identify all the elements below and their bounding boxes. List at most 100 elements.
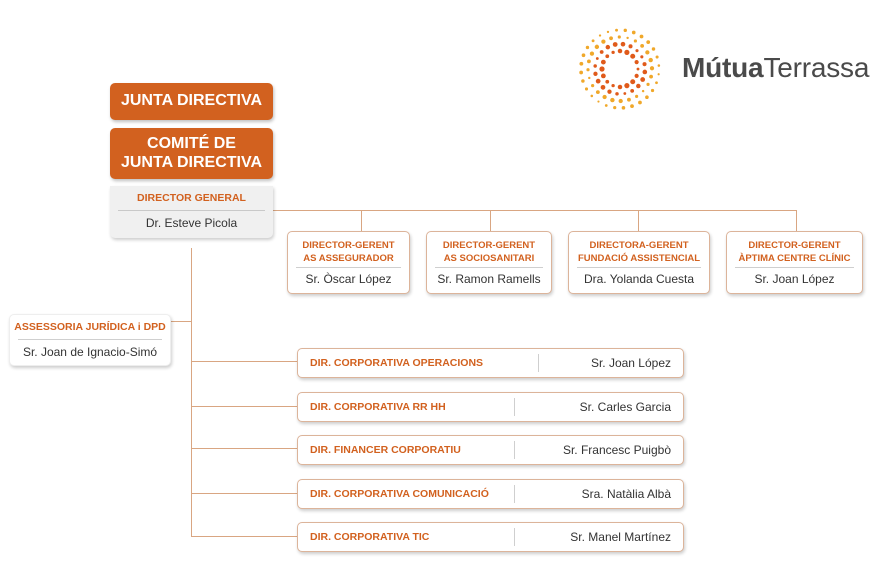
logo-dot [590, 94, 594, 98]
divider [538, 354, 539, 372]
logo-name-bold: Mútua [682, 52, 764, 83]
divider [435, 267, 543, 268]
logo-dot [615, 92, 619, 96]
gerent-title: DIRECTOR-GERENT ÀPTIMA CENTRE CLÍNIC [738, 240, 851, 264]
corporate-title: DIR. CORPORATIVA TIC [310, 531, 430, 543]
gerent-card-assegurador: DIRECTOR-GERENT AS ASSEGURADOR Sr. Òscar… [287, 231, 410, 294]
gerent-card-aptima: DIRECTOR-GERENT ÀPTIMA CENTRE CLÍNIC Sr.… [726, 231, 863, 294]
logo-dot [635, 94, 639, 98]
logo-dot [612, 42, 618, 47]
divider [296, 267, 401, 268]
logo-dot [648, 57, 653, 63]
logo-dot [600, 59, 606, 65]
director-general-name: Dr. Esteve Picola [145, 216, 238, 230]
mutua-terrassa-logo-icon [579, 28, 661, 110]
logo-dot [604, 104, 608, 107]
logo-dot [594, 44, 600, 50]
logo-dot [605, 44, 611, 50]
logo-dot [617, 35, 621, 39]
connector-assessoria [171, 321, 191, 322]
logo-dot [615, 28, 618, 32]
logo-dot [623, 92, 627, 95]
corporate-title: DIR. CORPORATIVA OPERACIONS [310, 357, 484, 369]
logo-dot [645, 50, 650, 55]
logo-dot [627, 97, 631, 102]
connector-dg-horizontal [273, 210, 797, 211]
logo-dot [617, 84, 623, 90]
assessoria-title: ASSESSORIA JURÍDICA i DPD [14, 321, 166, 333]
logo-dot [621, 106, 626, 110]
logo-dot [620, 41, 626, 47]
logo-dot [628, 44, 633, 49]
assessoria-name: Sr. Joan de Ignacio-Simó [22, 345, 158, 359]
logo-dot [634, 73, 639, 78]
divider [514, 398, 515, 416]
logo-dot [599, 50, 604, 54]
logo-dot [600, 84, 606, 90]
director-general-title: DIRECTOR GENERAL [137, 192, 246, 204]
connector-gerent-2 [490, 210, 491, 231]
corporate-row-rrhh: DIR. CORPORATIVA RR HH Sr. Carles Garcia [297, 392, 684, 422]
logo-dot [605, 79, 610, 84]
logo-dot [609, 36, 613, 41]
logo-dot [579, 61, 584, 66]
logo-dot [579, 70, 584, 75]
logo-dot [591, 39, 595, 43]
assessoria-juridica-box: ASSESSORIA JURÍDICA i DPD Sr. Joan de Ig… [9, 314, 171, 366]
logo-dot [601, 39, 606, 44]
divider [118, 210, 265, 211]
gerent-name: Dra. Yolanda Cuesta [583, 272, 695, 286]
corporate-name: Sr. Manel Martínez [570, 530, 671, 544]
logo-dot [587, 59, 591, 64]
divider [514, 528, 515, 546]
corporate-row-comunicacio: DIR. CORPORATIVA COMUNICACIÓ Sra. Natàli… [297, 479, 684, 509]
logo-dot [584, 87, 589, 91]
divider [18, 339, 162, 340]
connector-main-vertical [191, 248, 192, 537]
logo-dot [630, 53, 636, 59]
gerent-name: Sr. Ramon Ramells [437, 272, 541, 286]
logo-dot [618, 98, 623, 104]
logo-dot [645, 95, 649, 100]
gerent-name: Sr. Òscar López [305, 272, 392, 286]
logo-dot [595, 90, 600, 95]
logo-dot [624, 49, 630, 55]
logo-dot [651, 47, 656, 51]
logo-dot [642, 69, 648, 75]
gerent-card-fundacio: DIRECTORA-GERENT FUNDACIÓ ASSISTENCIAL D… [568, 231, 710, 294]
junta-directiva-box: JUNTA DIRECTIVA [110, 83, 273, 120]
logo-dot [640, 77, 646, 82]
corporate-name: Sra. Natàlia Albà [581, 487, 671, 501]
logo-dot [607, 89, 612, 94]
connector-corp-3 [191, 448, 297, 449]
corporate-name: Sr. Francesc Puigbò [562, 443, 671, 457]
logo-dot [611, 83, 615, 88]
gerent-title: DIRECTOR-GERENT AS ASSEGURADOR [302, 240, 395, 264]
corporate-row-tic: DIR. CORPORATIVA TIC Sr. Manel Martínez [297, 522, 684, 552]
logo-dot [649, 66, 655, 71]
logo-dot [613, 106, 617, 110]
connector-gerent-1 [361, 210, 362, 231]
corporate-title: DIR. CORPORATIVA RR HH [310, 401, 446, 413]
logo-dot [595, 57, 599, 60]
logo-dot [586, 68, 590, 72]
divider [514, 485, 515, 503]
logo-dot [636, 67, 640, 71]
logo-dot [640, 43, 645, 48]
logo-dot [635, 49, 639, 53]
logo-dot [581, 79, 585, 83]
logo-dot [623, 28, 627, 33]
logo-dot [595, 78, 601, 84]
comite-junta-directiva-box: COMITÉ DE JUNTA DIRECTIVA [110, 128, 273, 179]
logo-dot [598, 34, 602, 37]
corporate-name: Sr. Carles Garcia [579, 400, 671, 414]
logo-dot [641, 89, 645, 93]
divider [577, 267, 701, 268]
logo-dot [630, 79, 636, 85]
logo-dot [588, 76, 591, 80]
logo-dot [630, 88, 635, 93]
divider [735, 267, 854, 268]
corporate-name: Sr. Joan López [590, 356, 671, 370]
logo-name-regular: Terrassa [763, 52, 870, 83]
logo-dot [593, 71, 598, 76]
